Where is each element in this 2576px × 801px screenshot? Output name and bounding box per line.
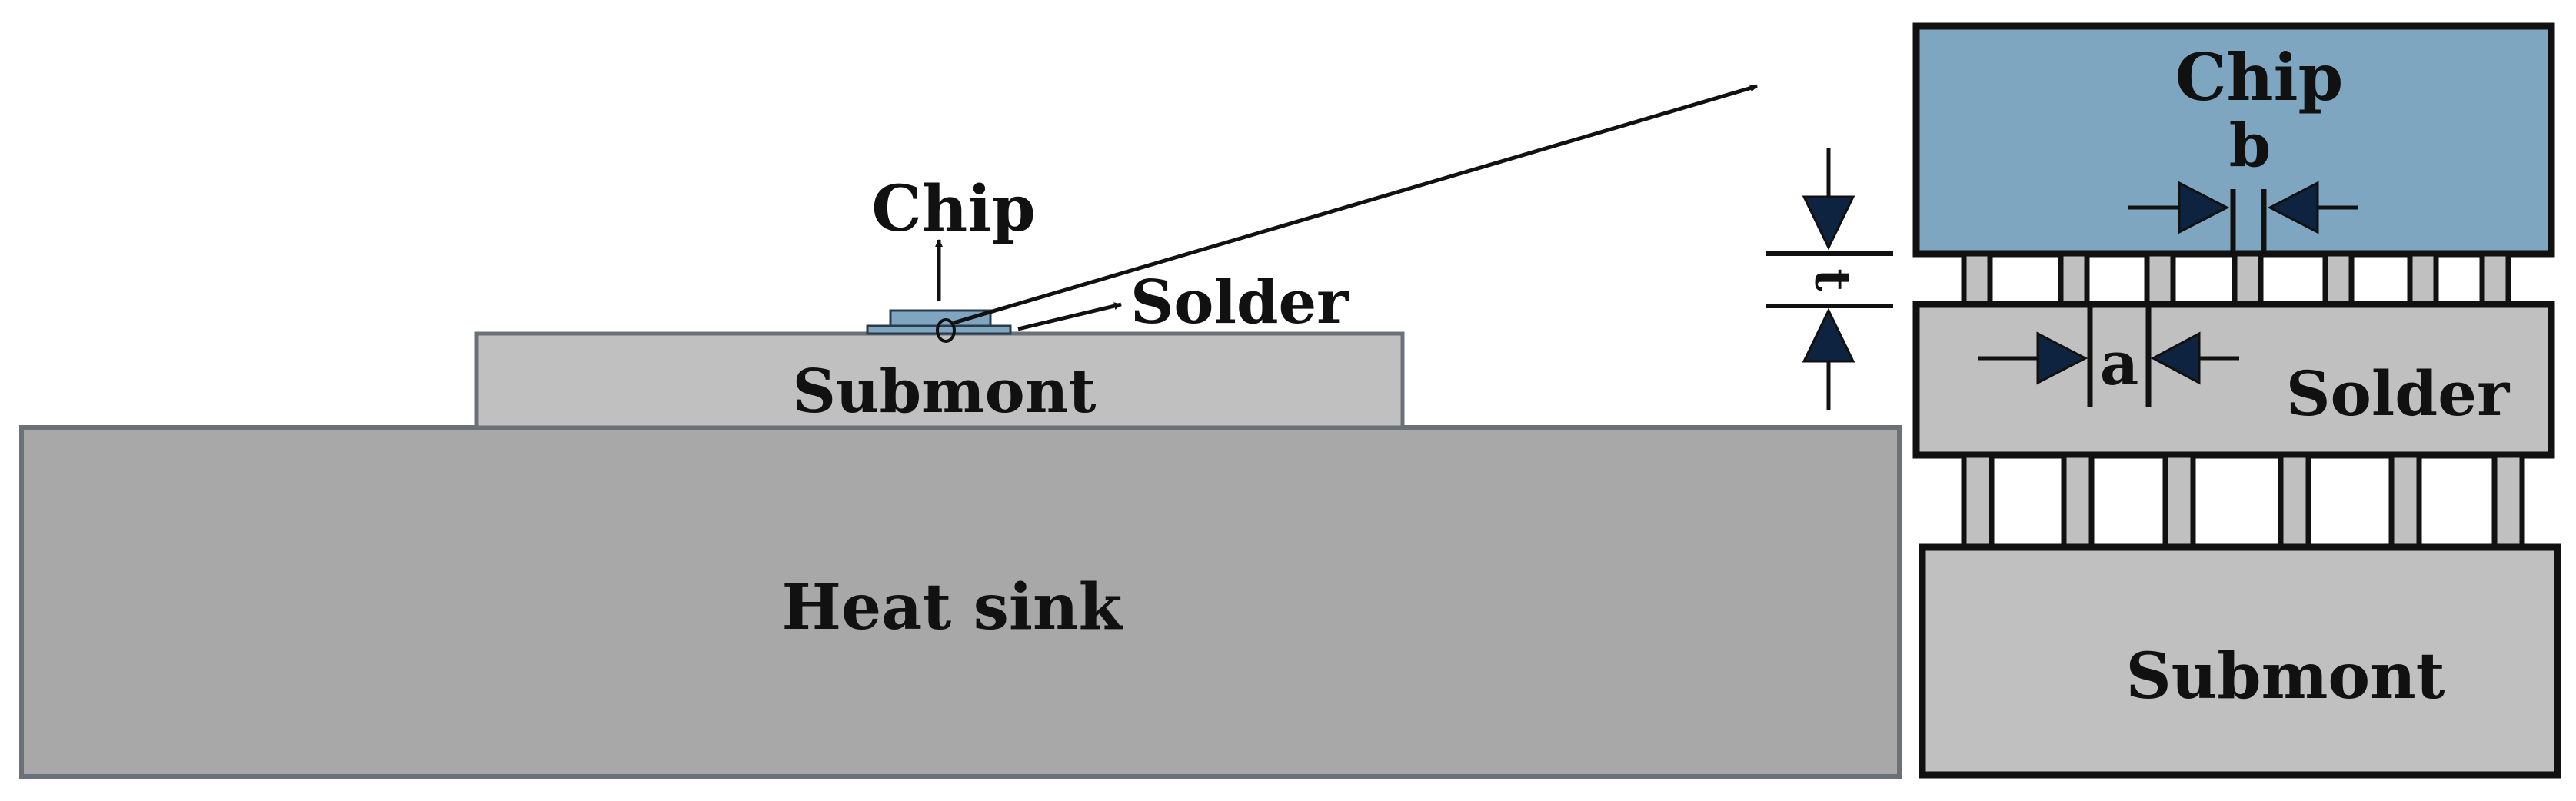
dimension-a-right-arrowhead <box>2150 331 2201 385</box>
overview-assembly: Chip Solder Submont Heat sink <box>19 84 1902 779</box>
pillar <box>2491 452 2525 550</box>
dimension-t: t <box>1766 148 1893 410</box>
pillar <box>1961 452 1995 550</box>
detail-submount-block <box>1919 543 2561 779</box>
pillar <box>2278 452 2311 550</box>
submount-block <box>474 331 1405 430</box>
overview-submount-label: Submont <box>793 357 1097 427</box>
overview-heat-sink-label: Heat sink <box>782 570 1124 644</box>
overview-chip-label: Chip <box>871 172 1035 246</box>
dimension-a-label: a <box>2100 329 2139 399</box>
overview-solder-label: Solder <box>1130 268 1349 337</box>
pillar <box>2144 251 2176 307</box>
chip-block-small <box>889 309 992 327</box>
dimension-a-left-arrowhead <box>2036 331 2088 385</box>
dimension-a: a <box>1978 304 2239 407</box>
dimension-b-left-arrowhead <box>2178 181 2230 234</box>
pillar <box>2232 251 2264 307</box>
heat-sink-block <box>19 425 1902 779</box>
dimension-t-label: t <box>1804 268 1862 291</box>
detail-chip-label: Chip <box>2175 39 2344 115</box>
upper-pillar-row <box>1961 251 2511 307</box>
dimension-t-bottom-arrowhead <box>1802 307 1855 363</box>
pillar <box>2162 452 2196 550</box>
pillar <box>2388 452 2422 550</box>
dimension-b-label: b <box>2229 111 2271 181</box>
pillar <box>2061 452 2095 550</box>
solder-pointer-arrow <box>1017 302 1122 331</box>
detail-submount-label: Submont <box>2125 640 2445 713</box>
lower-pillar-row <box>1961 452 2525 550</box>
zoom-link-arrow <box>953 84 1758 325</box>
detail-assembly: Chip Solder Submont b a <box>1766 22 2561 779</box>
pillar <box>2407 251 2439 307</box>
pillar <box>2058 251 2090 307</box>
pillar <box>1961 251 1993 307</box>
pillar <box>2479 251 2511 307</box>
zoom-marker-circle <box>936 318 956 343</box>
pillar <box>2322 251 2355 307</box>
dimension-b-right-arrowhead <box>2267 181 2319 234</box>
detail-solder-block <box>1912 301 2555 459</box>
detail-solder-label: Solder <box>2286 357 2510 430</box>
dimension-t-top-arrowhead <box>1802 195 1855 251</box>
dimension-b: b <box>2128 111 2358 254</box>
